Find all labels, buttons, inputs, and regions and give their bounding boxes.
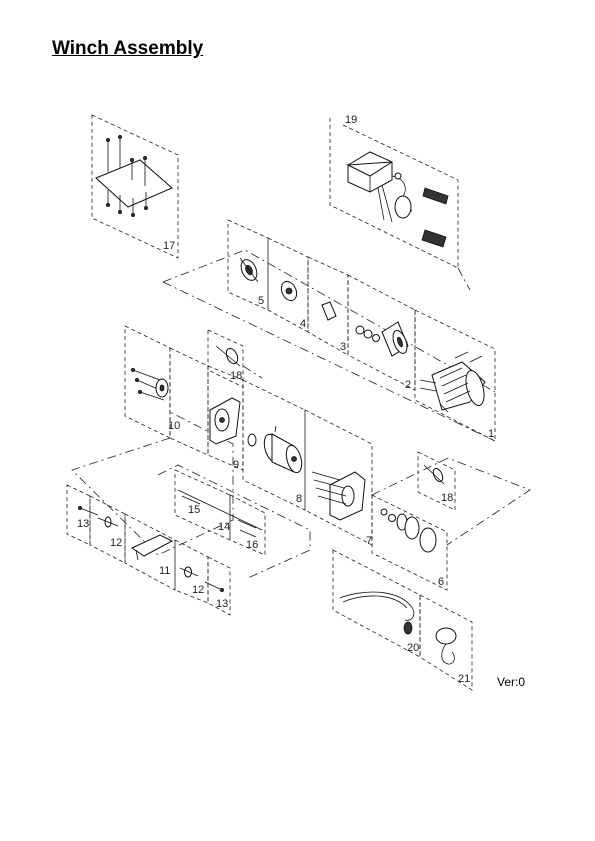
part-17-mounting-plate — [91, 114, 179, 259]
version-label: Ver:0 — [497, 675, 526, 689]
callout-15: 15 — [188, 504, 200, 516]
page-title: Winch Assembly — [52, 38, 204, 59]
part-13-bolt-right — [204, 556, 231, 616]
callout-16: 16 — [246, 539, 258, 551]
callout-20: 20 — [407, 642, 419, 654]
callout-2: 2 — [405, 379, 411, 391]
part-18-clutch-lower — [417, 451, 456, 511]
callout-19: 19 — [345, 114, 357, 126]
callout-10: 10 — [168, 420, 180, 432]
part-9-end-bracket — [207, 365, 244, 471]
callout-labels: 1 2 3 4 5 6 7 8 9 10 11 12 12 13 13 14 1… — [77, 114, 494, 685]
part-7-end-bracket-gear — [304, 409, 373, 546]
part-12-washer-right — [174, 539, 209, 604]
part-13-bolt-left — [66, 484, 99, 546]
callout-7: 7 — [366, 535, 372, 547]
callout-3: 3 — [340, 341, 346, 353]
callout-6: 6 — [438, 576, 444, 588]
part-6-clutch-assembly — [371, 457, 531, 591]
part-21-hook — [419, 594, 473, 691]
callout-8: 8 — [296, 493, 302, 505]
callout-11: 11 — [159, 565, 170, 577]
callout-18-lower: 18 — [441, 492, 453, 504]
callout-12-right: 12 — [192, 584, 204, 596]
callout-13-right: 13 — [216, 598, 228, 610]
part-14-16-rod-bolts — [229, 494, 266, 556]
callout-12-left: 12 — [110, 537, 122, 549]
part-12-washer-left — [89, 495, 126, 564]
callout-17: 17 — [163, 240, 175, 252]
callout-5: 5 — [258, 295, 264, 307]
part-1-motor — [414, 309, 496, 442]
part-11-tie-bar — [124, 513, 176, 591]
part-19-control-box — [329, 118, 471, 291]
callout-13-left: 13 — [77, 518, 89, 530]
part-20-wire-rope — [332, 549, 421, 658]
callout-14: 14 — [218, 521, 230, 533]
callout-1: 1 — [488, 428, 494, 440]
part-8-drum — [242, 379, 306, 511]
part-2-gear-housing — [347, 274, 416, 391]
callout-9: 9 — [233, 459, 239, 471]
callout-4: 4 — [300, 318, 306, 330]
callout-21: 21 — [458, 673, 470, 685]
callout-18-upper: 18 — [230, 370, 242, 382]
part-5-gear-carrier — [227, 219, 269, 311]
part-10-bushing — [130, 347, 209, 456]
part-3-shaft — [307, 256, 349, 356]
